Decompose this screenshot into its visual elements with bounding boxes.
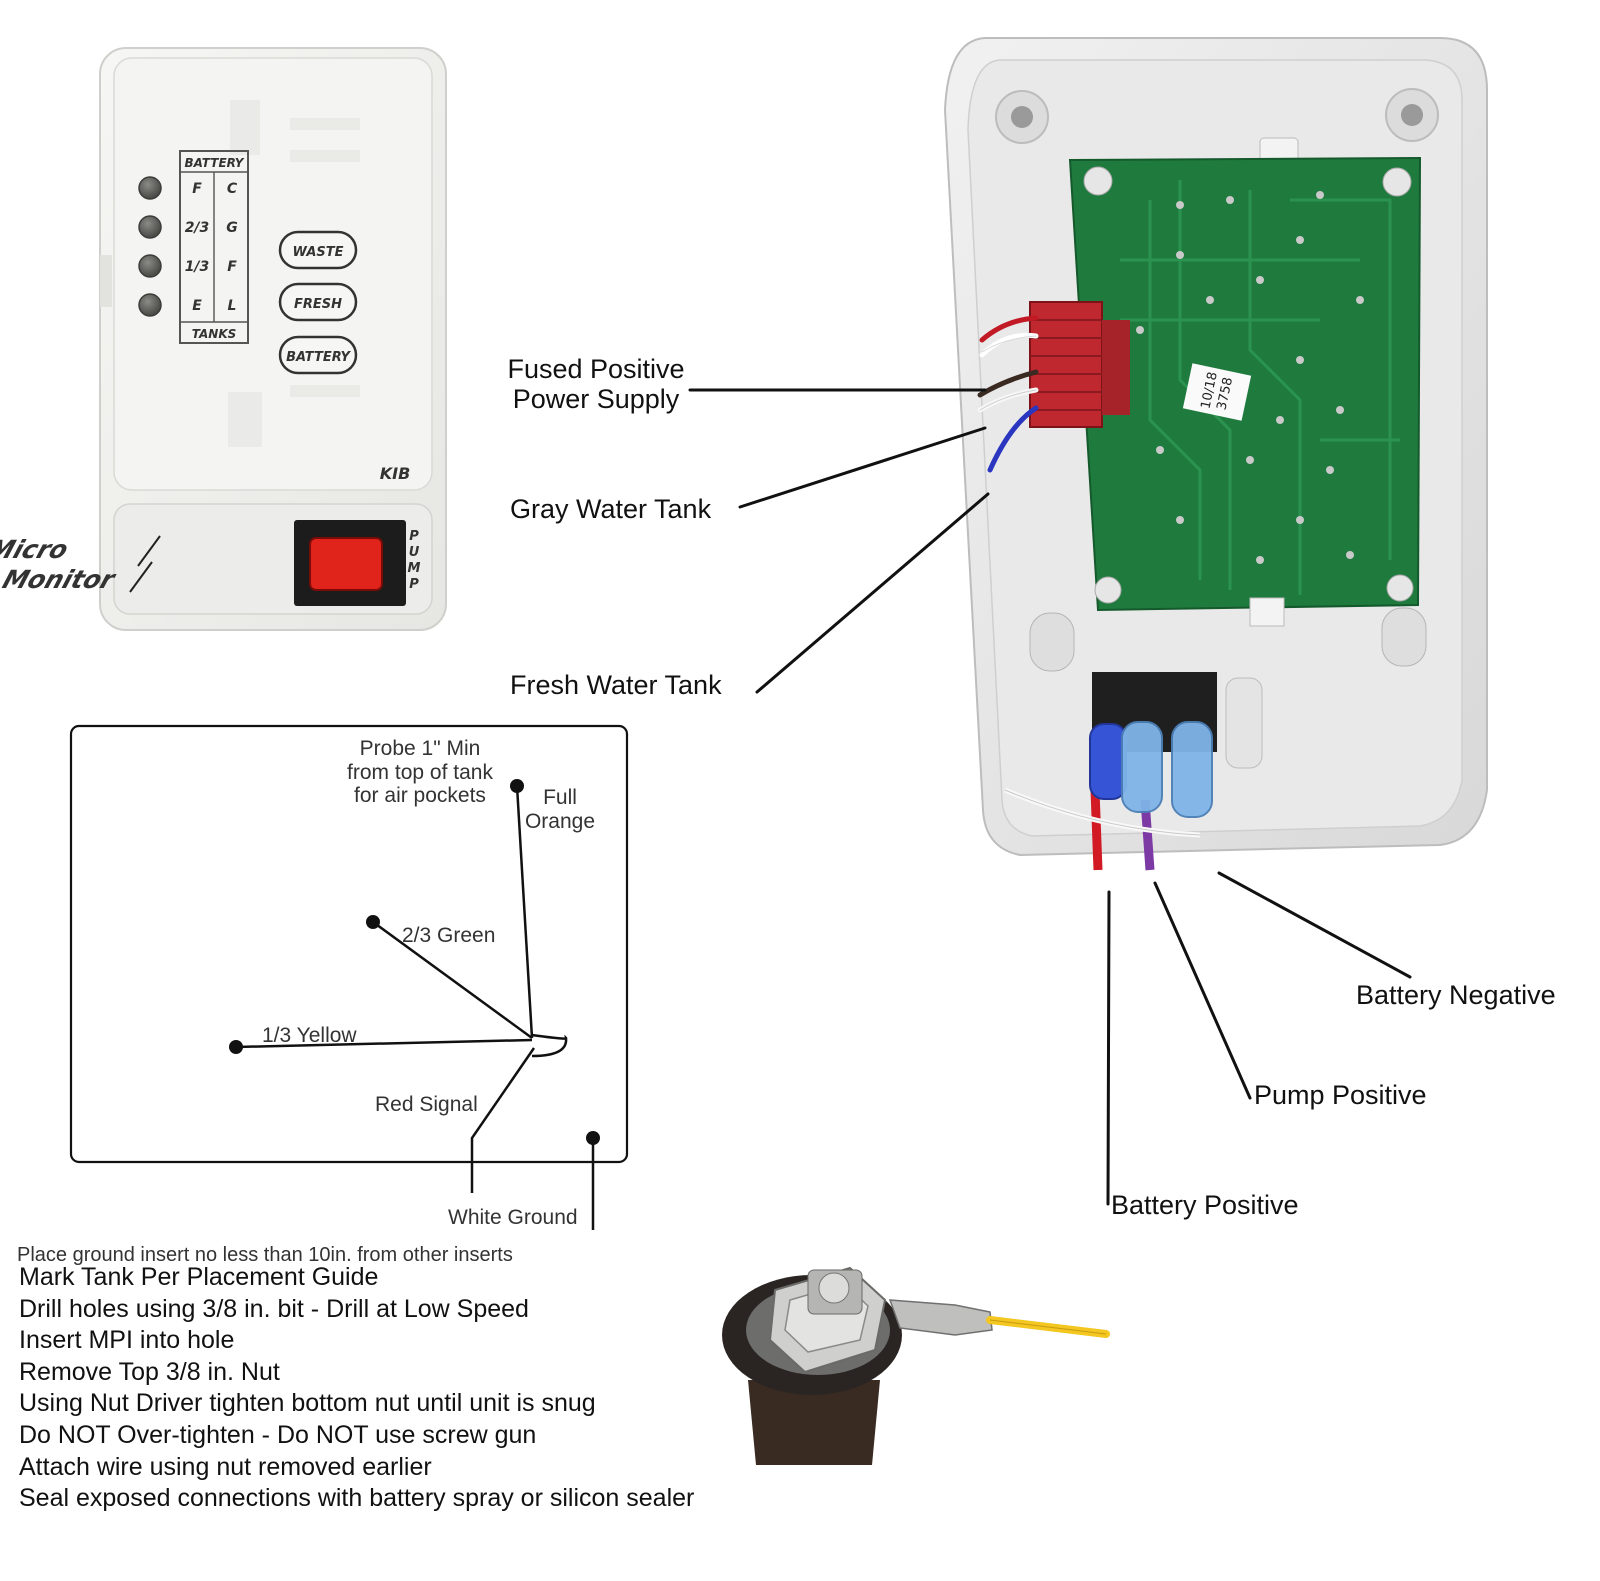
mpi-probe-illustration <box>722 1266 1110 1465</box>
tank-wires <box>977 315 1039 473</box>
power-wires <box>1004 721 1213 871</box>
step-item: Drill holes using 3/8 in. bit - Drill at… <box>19 1294 529 1323</box>
step-item: Using Nut Driver tighten bottom nut unti… <box>19 1389 596 1418</box>
label-one-third-yellow: 1/3 Yellow <box>262 1024 357 1047</box>
solder-pad <box>1296 236 1304 244</box>
level-tank-label: C <box>227 181 238 197</box>
probe-ground <box>586 1131 600 1145</box>
board-sticker-code: 3758 <box>1215 376 1237 411</box>
label-probe-note-line1: Probe 1" Min <box>359 737 481 760</box>
step-item: Attach wire using nut removed earlier <box>19 1452 432 1481</box>
pump-label-letter: P <box>409 529 419 544</box>
solder-pad <box>1316 191 1324 199</box>
step-item: Seal exposed connections with battery sp… <box>19 1484 695 1513</box>
label-red-signal: Red Signal <box>375 1093 478 1116</box>
solder-pad <box>1246 456 1254 464</box>
level-battery-label: E <box>192 298 202 314</box>
solder-pad <box>1176 251 1184 259</box>
logo-text-monitor: Monitor <box>0 566 119 595</box>
label-probe-note-line3: for air pockets <box>354 784 486 808</box>
fresh-button-label: FRESH <box>294 297 342 312</box>
probe-two-thirds <box>366 915 380 929</box>
pump-label-letter: P <box>409 577 419 592</box>
label-probe-note: Probe 1" Min from top of tank for air po… <box>335 737 505 808</box>
waste-button-label: WASTE <box>292 245 343 260</box>
led-one-third <box>138 254 162 278</box>
solder-pad <box>1346 551 1354 559</box>
fresh-button[interactable]: FRESH <box>278 282 358 322</box>
led-full <box>138 176 162 200</box>
label-two-thirds-green: 2/3 Green <box>402 924 496 947</box>
level-battery-label: F <box>192 181 202 197</box>
installation-steps: Mark Tank Per Placement Guide Drill hole… <box>19 1262 694 1515</box>
step-item: Remove Top 3/8 in. Nut <box>19 1357 280 1386</box>
label-fused-positive-line1: Fused Positive <box>507 354 685 384</box>
ground-placement-note: Place ground insert no less than 10in. f… <box>17 1244 513 1266</box>
level-battery-label: 1/3 <box>185 259 210 275</box>
solder-pad <box>1176 516 1184 524</box>
control-board-enclosure: 10/18 3758 <box>943 37 1488 871</box>
battery-button-label: BATTERY <box>286 350 351 365</box>
micro-monitor-panel: BATTERY TANKS F C 2/3 G 1/3 F E L WASTE … <box>0 47 447 631</box>
pump-label-letter: M <box>408 561 421 576</box>
label-battery-positive: Battery Positive <box>1111 1190 1299 1220</box>
label-pump-positive: Pump Positive <box>1254 1080 1427 1110</box>
solder-pad <box>1226 196 1234 204</box>
label-white-ground: White Ground <box>448 1206 578 1229</box>
leader-lines <box>688 388 1412 1206</box>
label-fused-positive-line2: Power Supply <box>512 384 680 415</box>
tank-wire-connector <box>1029 301 1130 428</box>
solder-pad <box>1336 406 1344 414</box>
circuit-board: 10/18 3758 <box>1068 156 1422 612</box>
step-item: Mark Tank Per Placement Guide <box>19 1263 379 1291</box>
level-tank-label: G <box>226 220 238 236</box>
label-fused-positive: Fused Positive Power Supply <box>490 354 702 414</box>
solder-pad <box>1256 556 1264 564</box>
solder-pad <box>1296 516 1304 524</box>
solder-pad <box>1206 296 1214 304</box>
level-tank-label: F <box>227 259 237 275</box>
logo-text-micro: Micro <box>0 536 72 565</box>
label-gray-water-tank: Gray Water Tank <box>510 494 712 524</box>
probe-one-third <box>229 1040 243 1054</box>
brand-logo: KIB <box>380 464 411 483</box>
solder-pad <box>1156 446 1164 454</box>
label-probe-note-line2: from top of tank <box>347 760 493 784</box>
label-full-orange: Full Orange <box>520 786 600 833</box>
solder-pad <box>1276 416 1284 424</box>
pump-switch[interactable] <box>294 520 406 606</box>
label-orange: Orange <box>524 809 596 833</box>
solder-pad <box>1326 466 1334 474</box>
probe-wires <box>235 785 595 1230</box>
solder-pad <box>1256 276 1264 284</box>
led-two-thirds <box>138 215 162 239</box>
pump-label-letter: U <box>409 545 420 560</box>
led-empty <box>138 293 162 317</box>
step-item: Do NOT Over-tighten - Do NOT use screw g… <box>19 1420 537 1449</box>
solder-pad <box>1136 326 1144 334</box>
waste-button[interactable]: WASTE <box>278 230 358 270</box>
battery-heading: BATTERY <box>185 156 245 170</box>
battery-button[interactable]: BATTERY <box>278 335 358 375</box>
label-full: Full <box>543 786 577 809</box>
probe-full <box>510 779 524 793</box>
solder-pad <box>1176 201 1184 209</box>
tanks-heading: TANKS <box>192 327 237 341</box>
solder-pad <box>1296 356 1304 364</box>
solder-pad <box>1356 296 1364 304</box>
label-battery-negative: Battery Negative <box>1356 980 1556 1010</box>
label-fresh-water-tank: Fresh Water Tank <box>510 670 722 700</box>
level-battery-label: 2/3 <box>185 220 210 236</box>
tank-placement-guide <box>69 724 629 1230</box>
level-tank-label: L <box>228 298 237 314</box>
step-item: Insert MPI into hole <box>19 1326 235 1355</box>
